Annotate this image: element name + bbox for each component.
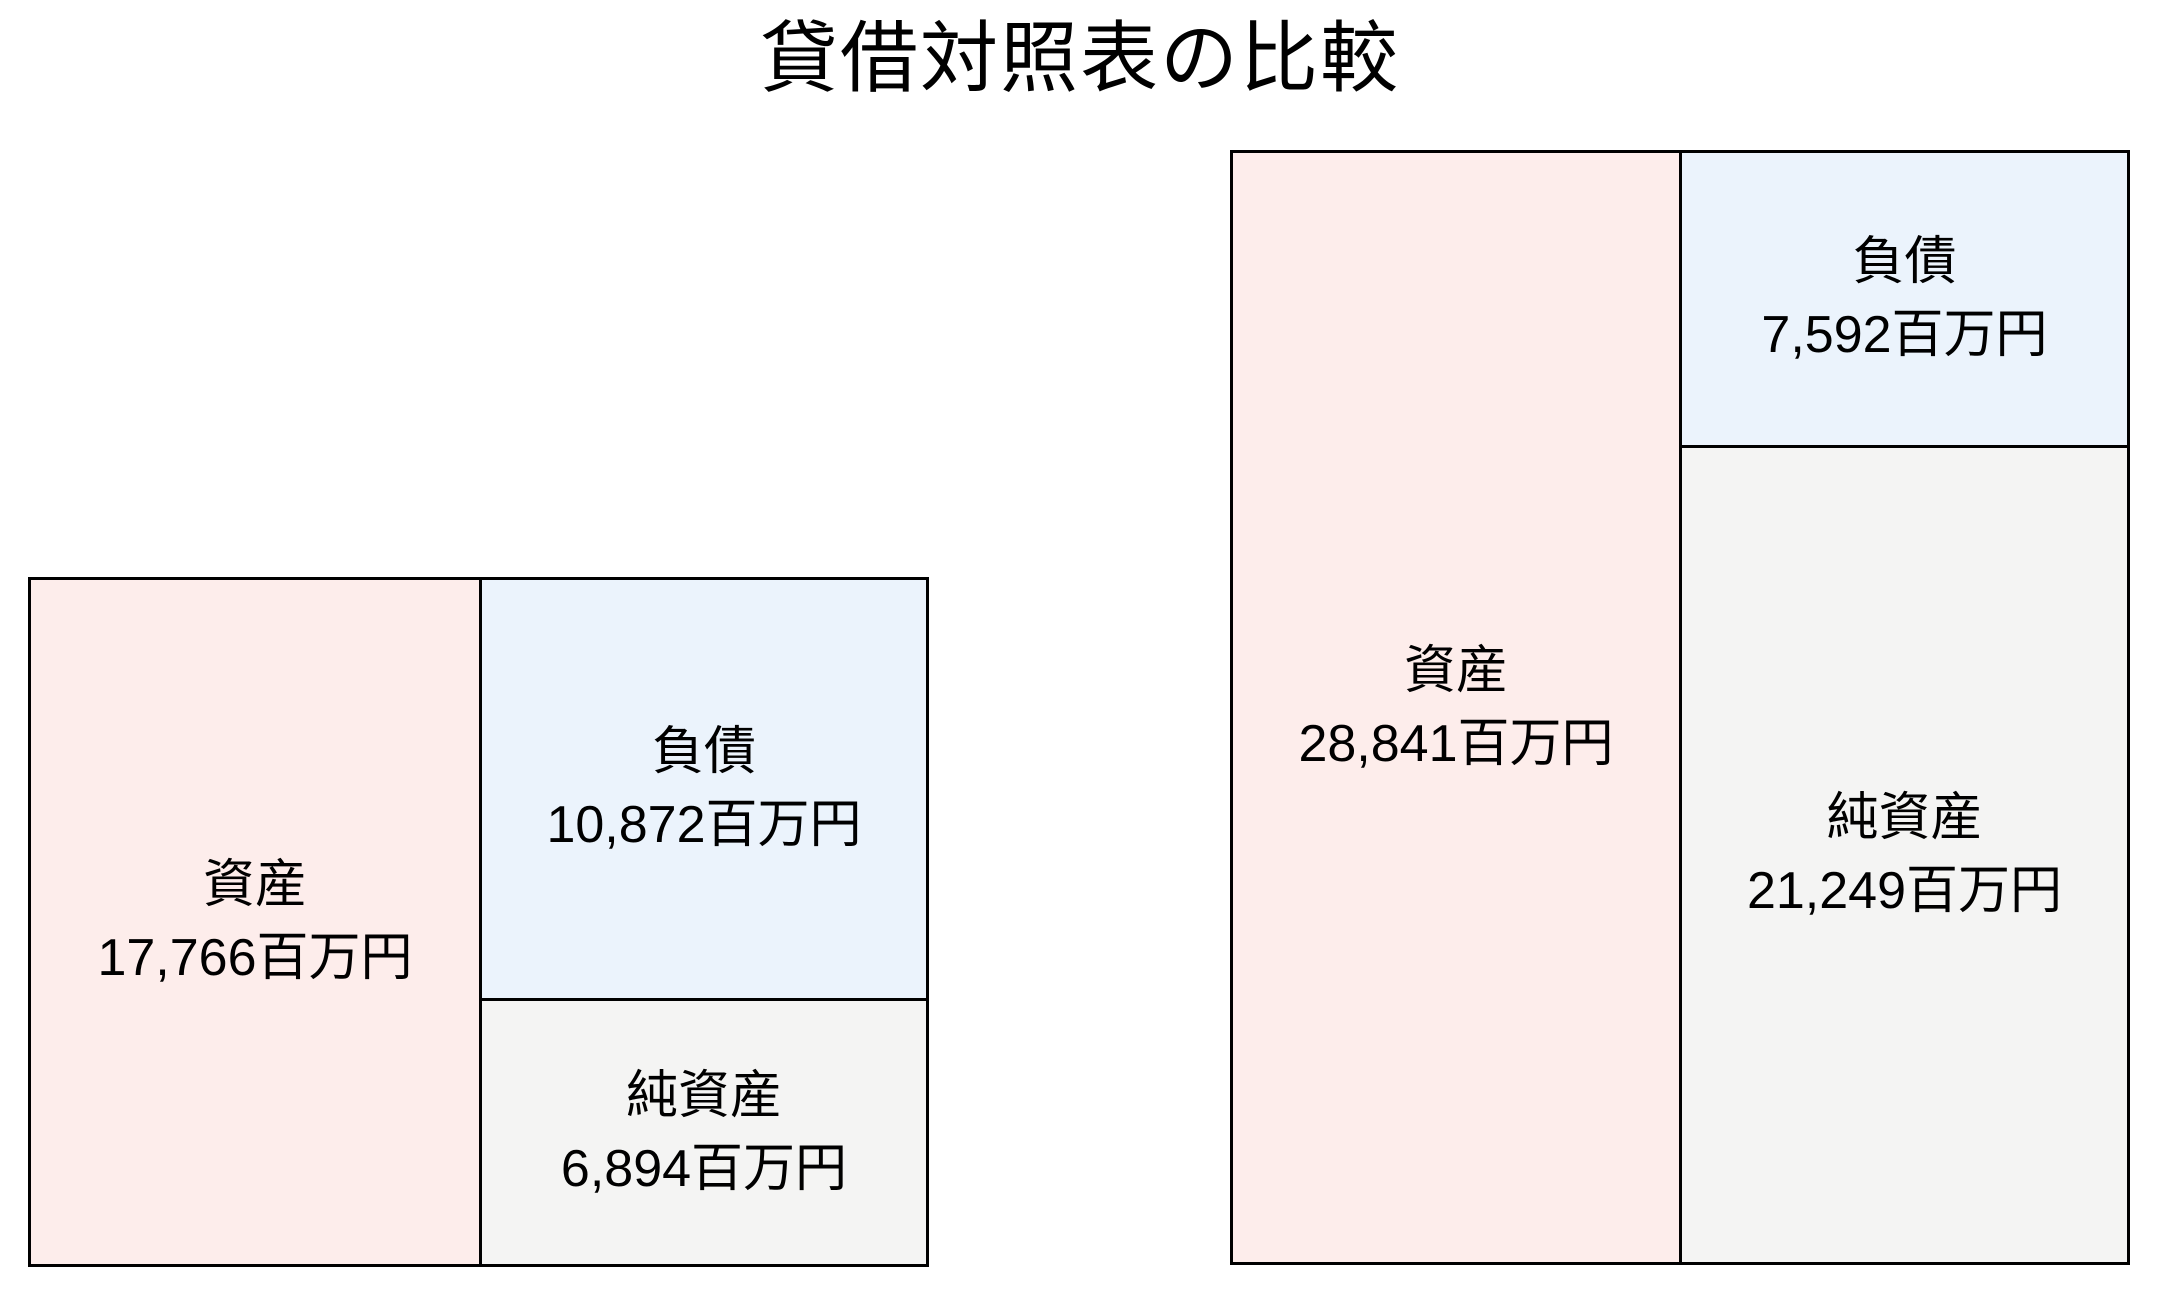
bs2-assets-box: 資産 28,841百万円	[1230, 150, 1682, 1265]
bs1-net-assets-value: 6,894百万円	[560, 1139, 848, 1198]
bs2-liabilities-value: 7,592百万円	[1761, 306, 2048, 364]
bs2-net-assets-value: 21,249百万円	[1746, 862, 2063, 920]
bs1-liabilities-label: 負債	[651, 723, 756, 782]
bs1-net-assets-box: 純資産 6,894百万円	[479, 998, 929, 1267]
bs1-assets-label: 資産	[202, 856, 307, 915]
bs1-assets-value: 17,766百万円	[97, 929, 413, 987]
bs2-net-assets-box: 純資産 21,249百万円	[1679, 445, 2130, 1265]
bs2-net-assets-label: 純資産	[1826, 789, 1983, 848]
bs1-liabilities-box: 負債 10,872百万円	[479, 577, 929, 1001]
bs1-net-assets-label: 純資産	[625, 1066, 782, 1125]
bs2-assets-value: 28,841百万円	[1298, 714, 1614, 773]
bs2-liabilities-box: 負債 7,592百万円	[1679, 150, 2130, 448]
bs2-assets-label: 資産	[1403, 641, 1508, 700]
bs1-assets-box: 資産 17,766百万円	[28, 577, 482, 1267]
bs1-liabilities-value: 10,872百万円	[546, 796, 862, 854]
page-title: 貸借対照表の比較	[759, 14, 1400, 102]
bs2-liabilities-label: 負債	[1852, 233, 1957, 292]
